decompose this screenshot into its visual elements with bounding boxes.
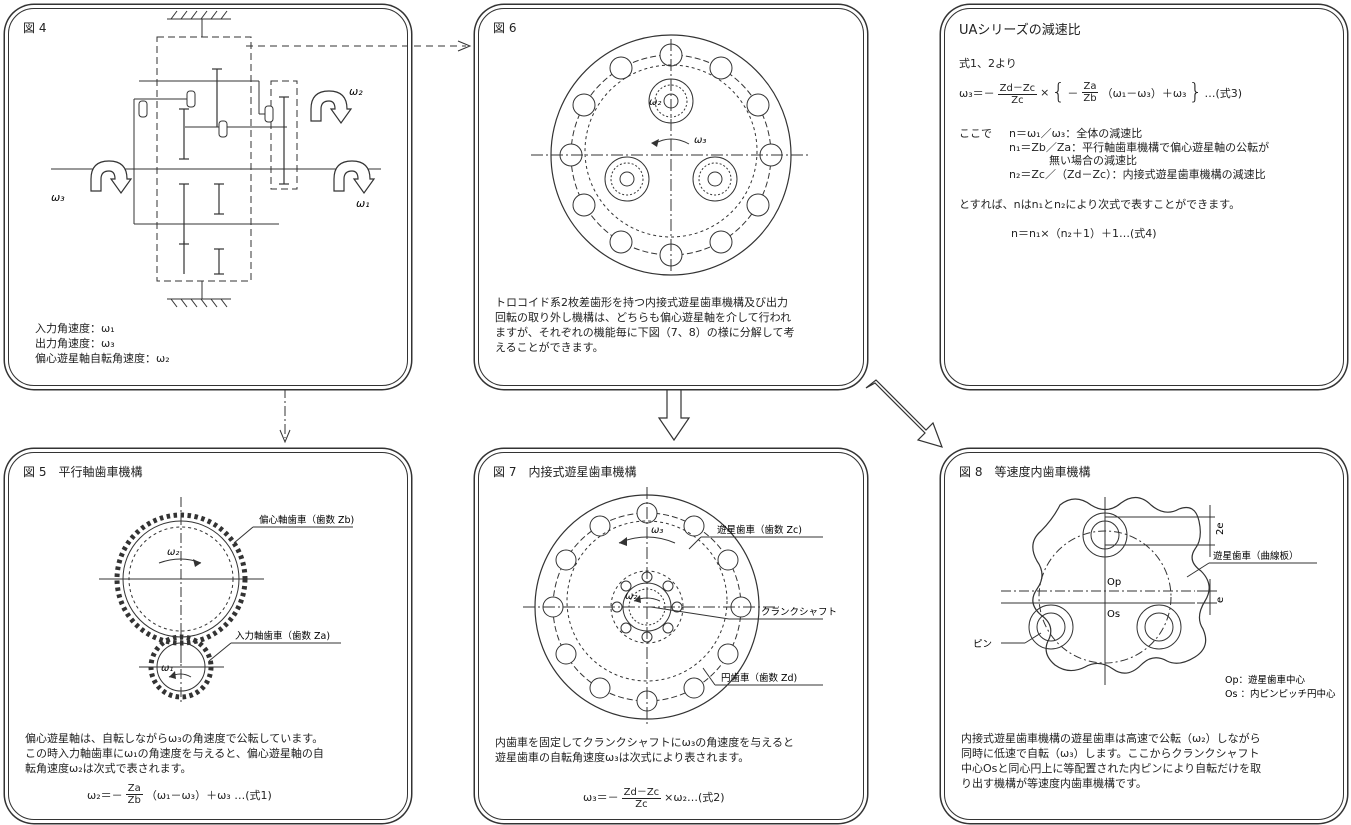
ua-here: ここで [959,127,992,140]
fig8-e-label: e [1215,597,1226,603]
fig5-eccentric-gear-label: 偏心軸歯車（歯数 Zb) [259,514,354,526]
fig7-text: 内歯車を固定してクランクシャフトにω₃の角速度を与えると 遊星歯車の自転角速度ω… [495,736,794,764]
fig8-2e-label: 2e [1215,522,1226,535]
fig8-op-label: Op [1107,577,1121,588]
fig6-w3-label: ω₃ [694,135,706,146]
fig8-pin-label: ピン [973,639,992,650]
fig8-plate-label: 遊星歯車（曲線板） [1213,550,1299,562]
ua-then: とすれば、nはn₁とn₂により次式で表すことができます。 [959,198,1241,211]
fig6-panel: 図 6 ω₂ ω₃ トロコイド系2枚差歯形を持つ内接式遊星歯車機構及び出力 回転… [478,8,864,386]
ua-def-n2: n₂＝Zc／（Zd－Zc）：内接式遊星歯車機構の減速比 [1009,168,1266,181]
formula-4: n＝n₁×（n₂＋1）＋1…(式4) [1011,227,1157,240]
fig6-text: トロコイド系2枚差歯形を持つ内接式遊星歯車機構及び出力 回転の取り外し機構は、ど… [495,296,795,354]
fig7-ring-label: 円歯車（歯数 Zd) [721,672,797,684]
fig5-w2-label: ω₂ [167,547,179,558]
fig4-w1-label: ω₁ [356,197,370,210]
ua-def-n: n＝ω₁／ω₃：全体の減速比 [1009,127,1143,140]
ua-def-n1: n₁＝Zb／Za：平行軸歯車機構で偏心遊星軸の公転が [1009,141,1270,154]
fig6-title: 図 6 [493,21,517,35]
ua-def-n1-cont: 無い場合の減速比 [1049,154,1137,167]
fig4-diagram: ω₃ ω₁ ω₂ [51,10,381,308]
fig6-diagram: ω₂ ω₃ [531,34,811,276]
fig8-os-label: Os [1107,609,1120,620]
fig5-panel: 図 5 平行軸歯車機構 ω₂ ω₁ 偏心軸歯車（歯数 Zb) 入力軸歯車（歯数 … [8,452,408,820]
fig5-w1-label: ω₁ [161,663,173,674]
fig4-title: 図 4 [23,21,47,35]
fig7-panel: 図 7 内接式遊星歯車機構 ω₃ ω₂ 遊星歯車（歯数 Zc) クランクシャフト… [478,452,864,820]
fig4-legend: 入力角速度：ω₁ 出力角速度：ω₃ 偏心遊星軸自転角速度：ω₂ [35,322,170,365]
fig6-w2-label: ω₂ [649,97,661,108]
fig8-os-def: Os ：内ピンピッチ円中心 [1225,688,1336,700]
fig8-title: 図 8 等速度内歯車機構 [959,465,1091,479]
fig8-panel: 図 8 等速度内歯車機構 Op Os 2e e 遊星歯車（曲線板） ピン Op：… [944,452,1344,820]
fig7-title: 図 7 内接式遊星歯車機構 [493,465,637,479]
fig8-text: 内接式遊星歯車機構の遊星歯車は高速で公転（ω₂）しながら 同時に低速で自転（ω₃… [961,732,1262,790]
fig4-w2-label: ω₂ [349,85,363,98]
fig7-planet-label: 遊星歯車（歯数 Zc) [717,524,802,536]
ua-from: 式1、2より [959,57,1017,70]
fig8-diagram: Op Os 2e e 遊星歯車（曲線板） ピン Op：遊星歯車中心 Os ：内ピ… [973,496,1336,700]
fig5-title: 図 5 平行軸歯車機構 [23,465,143,479]
ua-title: UAシリーズの減速比 [959,23,1081,38]
fig7-crank-label: クランクシャフト [761,607,837,618]
fig7-diagram: ω₃ ω₂ 遊星歯車（歯数 Zc) クランクシャフト 円歯車（歯数 Zd) [523,487,837,727]
fig7-w3-label: ω₃ [651,525,663,536]
fig8-op-def: Op：遊星歯車中心 [1225,674,1306,686]
fig4-panel: 図 4 [8,8,408,386]
fig5-diagram: ω₂ ω₁ 偏心軸歯車（歯数 Zb) 入力軸歯車（歯数 Za) [99,497,354,705]
fig7-w2-label: ω₂ [625,591,637,602]
fig5-input-gear-label: 入力軸歯車（歯数 Za) [235,630,330,642]
fig5-text: 偏心遊星軸は、自転しながらω₃の角速度で公転しています。 この時入力軸歯車にω₁… [25,732,324,775]
fig4-w3-label: ω₃ [51,191,65,204]
